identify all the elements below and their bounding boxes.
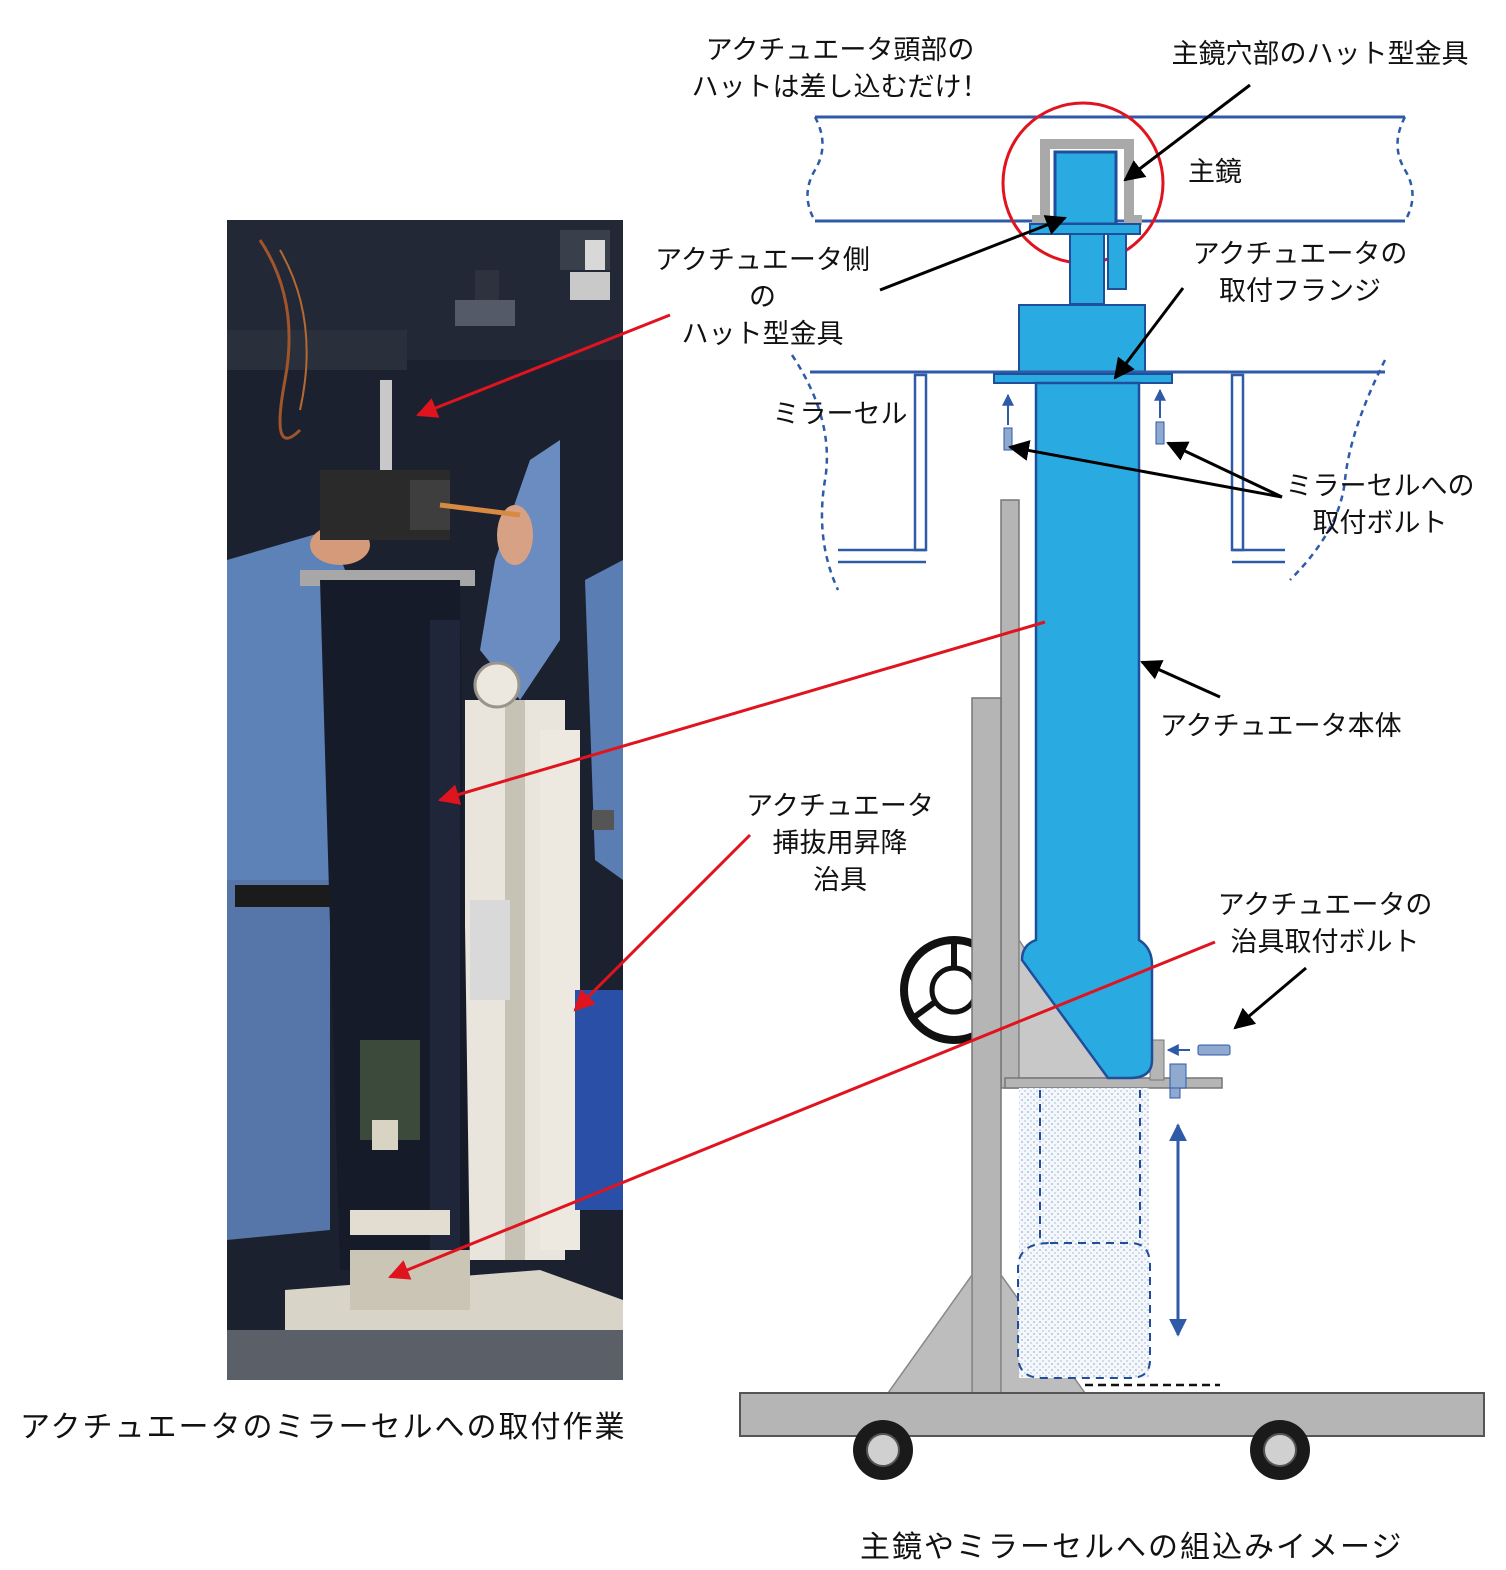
label-cell-bolt: ミラーセルへの 取付ボルト [1285, 471, 1475, 539]
label-mirror-cell: ミラーセル [772, 399, 908, 430]
caption-photo: アクチュエータのミラーセルへの取付作業 [20, 1410, 627, 1445]
label-hat-note: アクチュエータ頭部の ハットは差し込むだけ！ [691, 35, 989, 103]
actuator-flange [993, 373, 1173, 384]
leader-arrows [879, 83, 1307, 1030]
mirror-hole-hat-fitting [1032, 139, 1142, 225]
label-lift-jig: アクチュエータ 挿抜用昇降 治具 [746, 791, 934, 896]
label-mirror-hole-hat: 主鏡穴部のハット型金具 [1171, 39, 1469, 70]
jig-bolt [1166, 1044, 1231, 1099]
mirror-cell [790, 354, 1387, 591]
label-jig-bolt: アクチュエータの 治具取付ボルト [1217, 890, 1433, 958]
label-flange: アクチュエータの 取付フランジ [1192, 239, 1408, 307]
cell-bolt-left [1002, 393, 1014, 451]
actuator-stem [1069, 233, 1105, 305]
caption-diagram: 主鏡やミラーセルへの組込みイメージ [860, 1530, 1404, 1565]
label-primary-mirror: 主鏡 [1188, 157, 1242, 188]
label-actuator-body: アクチュエータ本体 [1160, 711, 1402, 742]
label-actuator-hat: アクチュエータ側の ハット型金具 [655, 245, 870, 350]
actuator-body [1020, 381, 1154, 1080]
actuator-hat-fitting [1029, 150, 1141, 235]
actuator-lowered-ghost [1017, 1088, 1220, 1387]
red-arrows [388, 313, 1216, 1280]
cell-bolt-right [1154, 388, 1166, 445]
